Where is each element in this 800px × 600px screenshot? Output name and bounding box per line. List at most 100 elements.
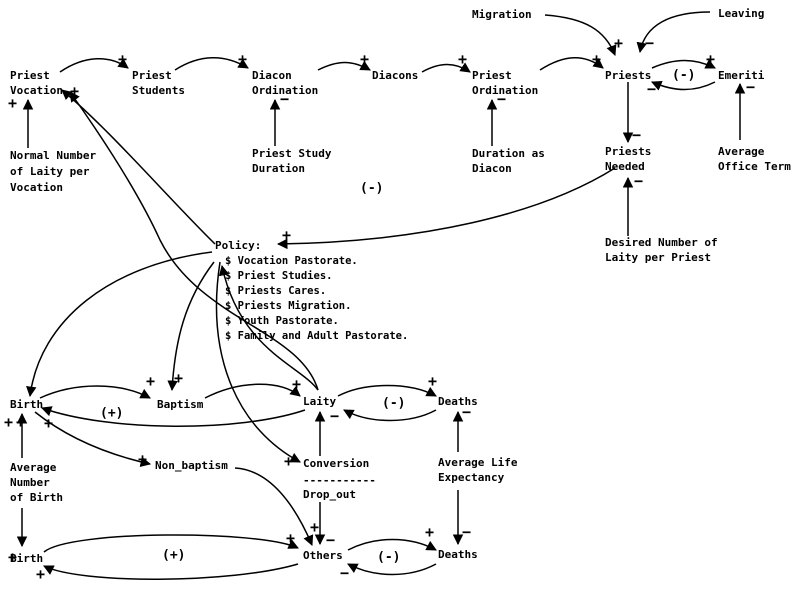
edge-leaving-to-priests	[636, 11, 711, 54]
node-policy: Policy:	[215, 239, 261, 252]
polarity-minus: −	[280, 90, 289, 108]
node-average-life-expectancy: Average Life Expectancy	[438, 456, 524, 484]
edge-birth-bottom-to-others	[43, 534, 299, 553]
polarity-minus: −	[632, 126, 641, 144]
polarity-plus: +	[458, 50, 467, 68]
node-birth-top: Birth	[10, 398, 43, 411]
polarity-plus: +	[8, 548, 17, 566]
polarity-plus: +	[8, 94, 17, 112]
edge-others-to-birth-bottom	[43, 563, 299, 580]
edge-birth-to-non-baptism	[34, 411, 152, 468]
polarity-plus: +	[44, 414, 53, 432]
node-baptism: Baptism	[157, 398, 204, 411]
polarity-plus: +	[4, 413, 13, 431]
edge-priests-to-emeriti	[651, 59, 716, 69]
polarity-minus: −	[340, 564, 349, 582]
edge-policy-to-conversion	[215, 261, 301, 463]
edge-laity-to-policy	[218, 264, 319, 391]
policy-items: $ Vocation Pastorate. $ Priest Studies. …	[225, 255, 408, 342]
polarity-plus: +	[282, 226, 291, 244]
polarity-plus: +	[706, 50, 715, 68]
policy-item: $ Family and Adult Pastorate.	[225, 330, 408, 342]
node-diacons: Diacons	[372, 69, 418, 82]
polarity-plus: +	[428, 372, 437, 390]
polarity-plus: +	[174, 369, 183, 387]
edge-migration-to-priests	[544, 14, 617, 56]
node-priests-needed: Priests Needed	[605, 145, 658, 173]
edge-laity-to-vocation	[69, 91, 319, 391]
node-priest-vocation: Priest Vocation	[10, 69, 63, 97]
edge-others-to-deaths	[347, 538, 437, 551]
node-diacon-ordination: Diacon Ordination	[252, 69, 318, 97]
loop-priests-emeriti: (-)	[672, 68, 695, 83]
node-others: Others	[303, 549, 343, 562]
polarity-minus: −	[326, 531, 335, 549]
polarity-minus: −	[647, 80, 656, 98]
node-conversion: Conversion	[303, 457, 369, 470]
polarity-minus: −	[634, 172, 643, 190]
node-deaths-bottom: Deaths	[438, 548, 478, 561]
polarity-plus: +	[36, 565, 45, 583]
node-average-number-of-birth: Average Number of Birth	[10, 461, 63, 504]
node-priest-students: Priest Students	[132, 69, 185, 97]
loop-markers: (-) (-) (+) (-) (+) (-)	[100, 68, 695, 565]
node-labels: Migration Leaving Priest Vocation Priest…	[10, 7, 791, 565]
edge-birth-to-baptism	[39, 385, 151, 399]
polarity-minus: −	[497, 90, 506, 108]
node-priest-study-duration: Priest Study Duration	[252, 147, 338, 175]
edge-emeriti-to-priests	[651, 80, 716, 91]
node-desired-laity-per-priest: Desired Number of Laity per Priest	[605, 236, 724, 264]
policy-item: $ Priests Migration.	[225, 300, 351, 312]
polarity-plus: +	[592, 50, 601, 68]
polarity-minus: −	[330, 407, 339, 425]
edge-policy-to-baptism	[167, 261, 215, 392]
polarity-plus: +	[425, 523, 434, 541]
node-leaving: Leaving	[718, 7, 764, 20]
node-normal-laity-per-vocation: Normal Number of Laity per Vocation	[10, 149, 103, 194]
polarity-plus: +	[70, 82, 79, 100]
polarity-plus: +	[238, 50, 247, 68]
conversion-divider: -----------	[303, 474, 376, 487]
edge-laity-to-deaths	[337, 384, 437, 397]
edge-deaths-to-others	[347, 563, 437, 576]
loop-others-deaths: (-)	[377, 550, 400, 565]
node-birth-bottom: Birth	[10, 552, 43, 565]
node-laity: Laity	[303, 395, 336, 408]
polarity-plus: +	[286, 529, 295, 547]
polarity-plus: +	[138, 450, 147, 468]
polarity-signs: + + + + + + + + + + + + + + + + + + + + …	[4, 34, 755, 583]
node-average-office-term: Average Office Term	[718, 145, 791, 173]
polarity-plus: +	[284, 452, 293, 470]
edge-vocation-to-students	[59, 57, 129, 73]
node-emeriti: Emeriti	[718, 69, 765, 82]
edge-deaths-to-laity	[343, 409, 437, 422]
policy-item: $ Priests Cares.	[225, 285, 326, 297]
loop-laity-deaths: (-)	[382, 396, 405, 411]
loop-upper-chain: (-)	[360, 181, 383, 196]
polarity-plus: +	[16, 413, 25, 431]
loop-birth-baptism-laity: (+)	[100, 406, 123, 421]
polarity-minus: −	[462, 403, 471, 421]
node-priests: Priests	[605, 69, 651, 82]
edge-non-baptism-to-others	[234, 467, 314, 546]
node-migration: Migration	[472, 8, 532, 21]
polarity-plus: +	[146, 372, 155, 390]
edge-diacons-to-priest-ordination	[421, 62, 471, 73]
policy-item: $ Youth Pastorate.	[225, 315, 339, 327]
node-deaths-top: Deaths	[438, 395, 478, 408]
polarity-minus: −	[462, 523, 471, 541]
node-non-baptism: Non_baptism	[155, 459, 228, 472]
node-drop-out: Drop_out	[303, 488, 356, 501]
edge-students-to-diacon-ordination	[174, 57, 249, 71]
edge-baptism-to-laity	[204, 383, 301, 399]
node-priest-ordination: Priest Ordination	[472, 69, 538, 97]
polarity-plus: +	[310, 518, 319, 536]
edge-diacon-ordination-to-diacons	[317, 60, 371, 71]
edges	[16, 11, 746, 580]
polarity-plus: +	[360, 50, 369, 68]
polarity-minus: −	[746, 78, 755, 96]
edge-priests-needed-to-policy	[276, 167, 616, 250]
policy-item: $ Priest Studies.	[225, 270, 332, 282]
loop-birth-others: (+)	[162, 548, 185, 563]
